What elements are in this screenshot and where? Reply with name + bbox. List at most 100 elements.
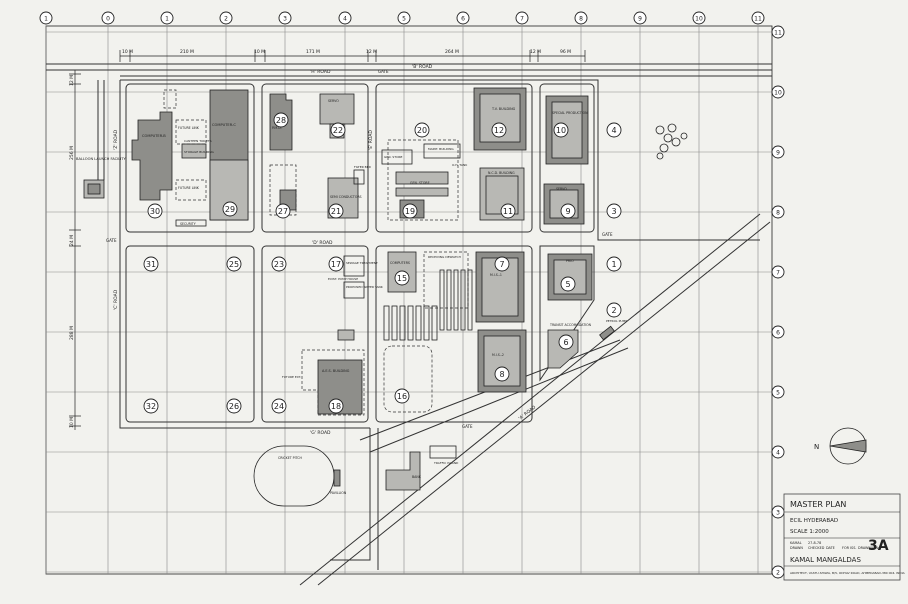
plot-number: 29 bbox=[225, 205, 235, 214]
proposed-tank-label: PROPOSED WATER TANK bbox=[346, 285, 384, 289]
mis2-label: M.I.S.-2 bbox=[492, 353, 504, 357]
plot-number: 31 bbox=[146, 260, 156, 269]
pump-label: EXIST. PUMP HOUSE bbox=[328, 277, 358, 281]
block-h-buildings: PRIO TRANSIT ACCOMODATION PETROL PUMP bbox=[547, 253, 627, 369]
parking-row bbox=[407, 305, 414, 341]
plot-number: 22 bbox=[333, 126, 343, 135]
plot-number-circle bbox=[275, 203, 291, 219]
sewage-label: SEWAGE TREATMENT bbox=[346, 261, 378, 265]
tb-architect: KAMAL MANGALDAS bbox=[790, 556, 861, 564]
plot-number: 26 bbox=[229, 402, 239, 411]
plot-number-circle bbox=[143, 398, 159, 414]
grid-column-label: 9 bbox=[638, 16, 642, 23]
plot-number: 12 bbox=[494, 126, 504, 135]
grid-column-label: 1 bbox=[44, 16, 48, 23]
grid-column-label: 0 bbox=[106, 16, 110, 23]
dim-label: 256 M bbox=[69, 146, 75, 160]
plot-number-circle bbox=[558, 334, 574, 350]
filter-label: FILTER BED bbox=[354, 165, 372, 169]
maint-label: MAINT. BUILDING bbox=[428, 147, 454, 151]
grid-column-bubble bbox=[278, 11, 292, 25]
grid-column-label: 10 bbox=[695, 16, 703, 23]
dim-label: 12 M bbox=[530, 49, 541, 55]
grid-column-bubble bbox=[39, 11, 53, 25]
bottom-area: CRICKET PITCH PAVILLION BANK TRAFFIC ISL… bbox=[253, 445, 459, 507]
plot-number: 16 bbox=[397, 392, 407, 401]
grid-row-bubble bbox=[771, 145, 785, 159]
grid-row-label: 8 bbox=[776, 210, 780, 217]
plot-number-circle bbox=[273, 112, 289, 128]
dim-label: 12 M bbox=[69, 75, 75, 86]
grid-row-label: 6 bbox=[776, 330, 780, 337]
grid-column-bubble bbox=[692, 11, 706, 25]
plot-number-circle bbox=[222, 201, 238, 217]
tv-label: T.V. BUILDING bbox=[491, 107, 516, 111]
plot-number-circle bbox=[394, 388, 410, 404]
dim-label: 10 M bbox=[254, 49, 265, 55]
grid-row-bubble bbox=[771, 445, 785, 459]
dim-label: 210 M bbox=[180, 49, 194, 55]
tb-scale: SCALE 1:2000 bbox=[790, 529, 829, 535]
grid-column-bubble bbox=[397, 11, 411, 25]
transit-label: TRANSIT ACCOMODATION bbox=[549, 323, 592, 327]
plot-number: 17 bbox=[331, 260, 341, 269]
maint-building bbox=[423, 143, 461, 159]
plot-number: 28 bbox=[276, 116, 286, 125]
computer-b-building bbox=[131, 111, 173, 201]
plot-number: 20 bbox=[417, 126, 427, 135]
plot-number: 19 bbox=[405, 207, 415, 216]
aes-label: A.E.S. BUILDING bbox=[322, 369, 350, 373]
title-block: MASTER PLAN ECIL HYDERABAD SCALE 1:2000 … bbox=[783, 493, 906, 581]
block-c bbox=[375, 83, 533, 233]
plot-number: 5 bbox=[565, 280, 570, 289]
storage-label: STORAGE BUILDING bbox=[184, 150, 214, 154]
plot-number: 2 bbox=[611, 306, 616, 315]
block-a-buildings: COMPUTER-B COMPUTER-C FUTURE LINK FUTURE… bbox=[131, 89, 249, 227]
plot-number: 7 bbox=[499, 260, 504, 269]
grid-column-label: 5 bbox=[402, 16, 406, 23]
tb-project: ECIL HYDERABAD bbox=[790, 518, 838, 524]
grid-column-label: 7 bbox=[520, 16, 524, 23]
plot-number: 24 bbox=[274, 402, 284, 411]
grid-row-label: 3 bbox=[776, 510, 780, 517]
plot-number: 30 bbox=[150, 207, 160, 216]
parking-row bbox=[460, 269, 466, 331]
parking-row bbox=[446, 269, 452, 331]
parking-row bbox=[431, 305, 438, 341]
plot-number-circle bbox=[143, 256, 159, 272]
plot-number-circle bbox=[553, 122, 569, 138]
grid-column-bubble bbox=[101, 11, 115, 25]
plot-number-circle bbox=[226, 398, 242, 414]
plot-number-circle bbox=[606, 122, 622, 138]
parking-row bbox=[399, 305, 406, 341]
grid-row-bubble bbox=[771, 385, 785, 399]
grid-row-label: 4 bbox=[776, 450, 780, 457]
dim-label: 264 M bbox=[445, 49, 459, 55]
grid-row-label: 7 bbox=[776, 270, 780, 277]
parking-row bbox=[423, 305, 430, 341]
plot-number-circle bbox=[560, 203, 576, 219]
tree-cluster bbox=[655, 123, 688, 160]
plot-number: 9 bbox=[565, 207, 570, 216]
balloon-launch-facility: BALLOON LAUNCH FACILITY bbox=[76, 157, 126, 199]
grid-column-bubble bbox=[751, 11, 765, 25]
plot-number-circle bbox=[500, 203, 516, 219]
plot-number-circle bbox=[147, 203, 163, 219]
block-g bbox=[375, 245, 533, 423]
plot-number-circle bbox=[328, 203, 344, 219]
traffic-island bbox=[429, 445, 457, 459]
parking-row bbox=[415, 305, 422, 341]
future-link-label: FUTURE LINK bbox=[178, 186, 200, 190]
dim-label: 10 M bbox=[69, 417, 75, 428]
grid-row-label: 2 bbox=[776, 570, 780, 577]
grid-row-label: 9 bbox=[776, 150, 780, 157]
prio-label: PRIO bbox=[566, 259, 574, 263]
grid-column-label: 8 bbox=[579, 16, 583, 23]
grid-column-bubble bbox=[633, 11, 647, 25]
grid-column-bubble bbox=[160, 11, 174, 25]
servo2-label: SERVO bbox=[556, 187, 567, 191]
parking-row bbox=[439, 269, 445, 331]
plot-number-circle bbox=[271, 398, 287, 414]
